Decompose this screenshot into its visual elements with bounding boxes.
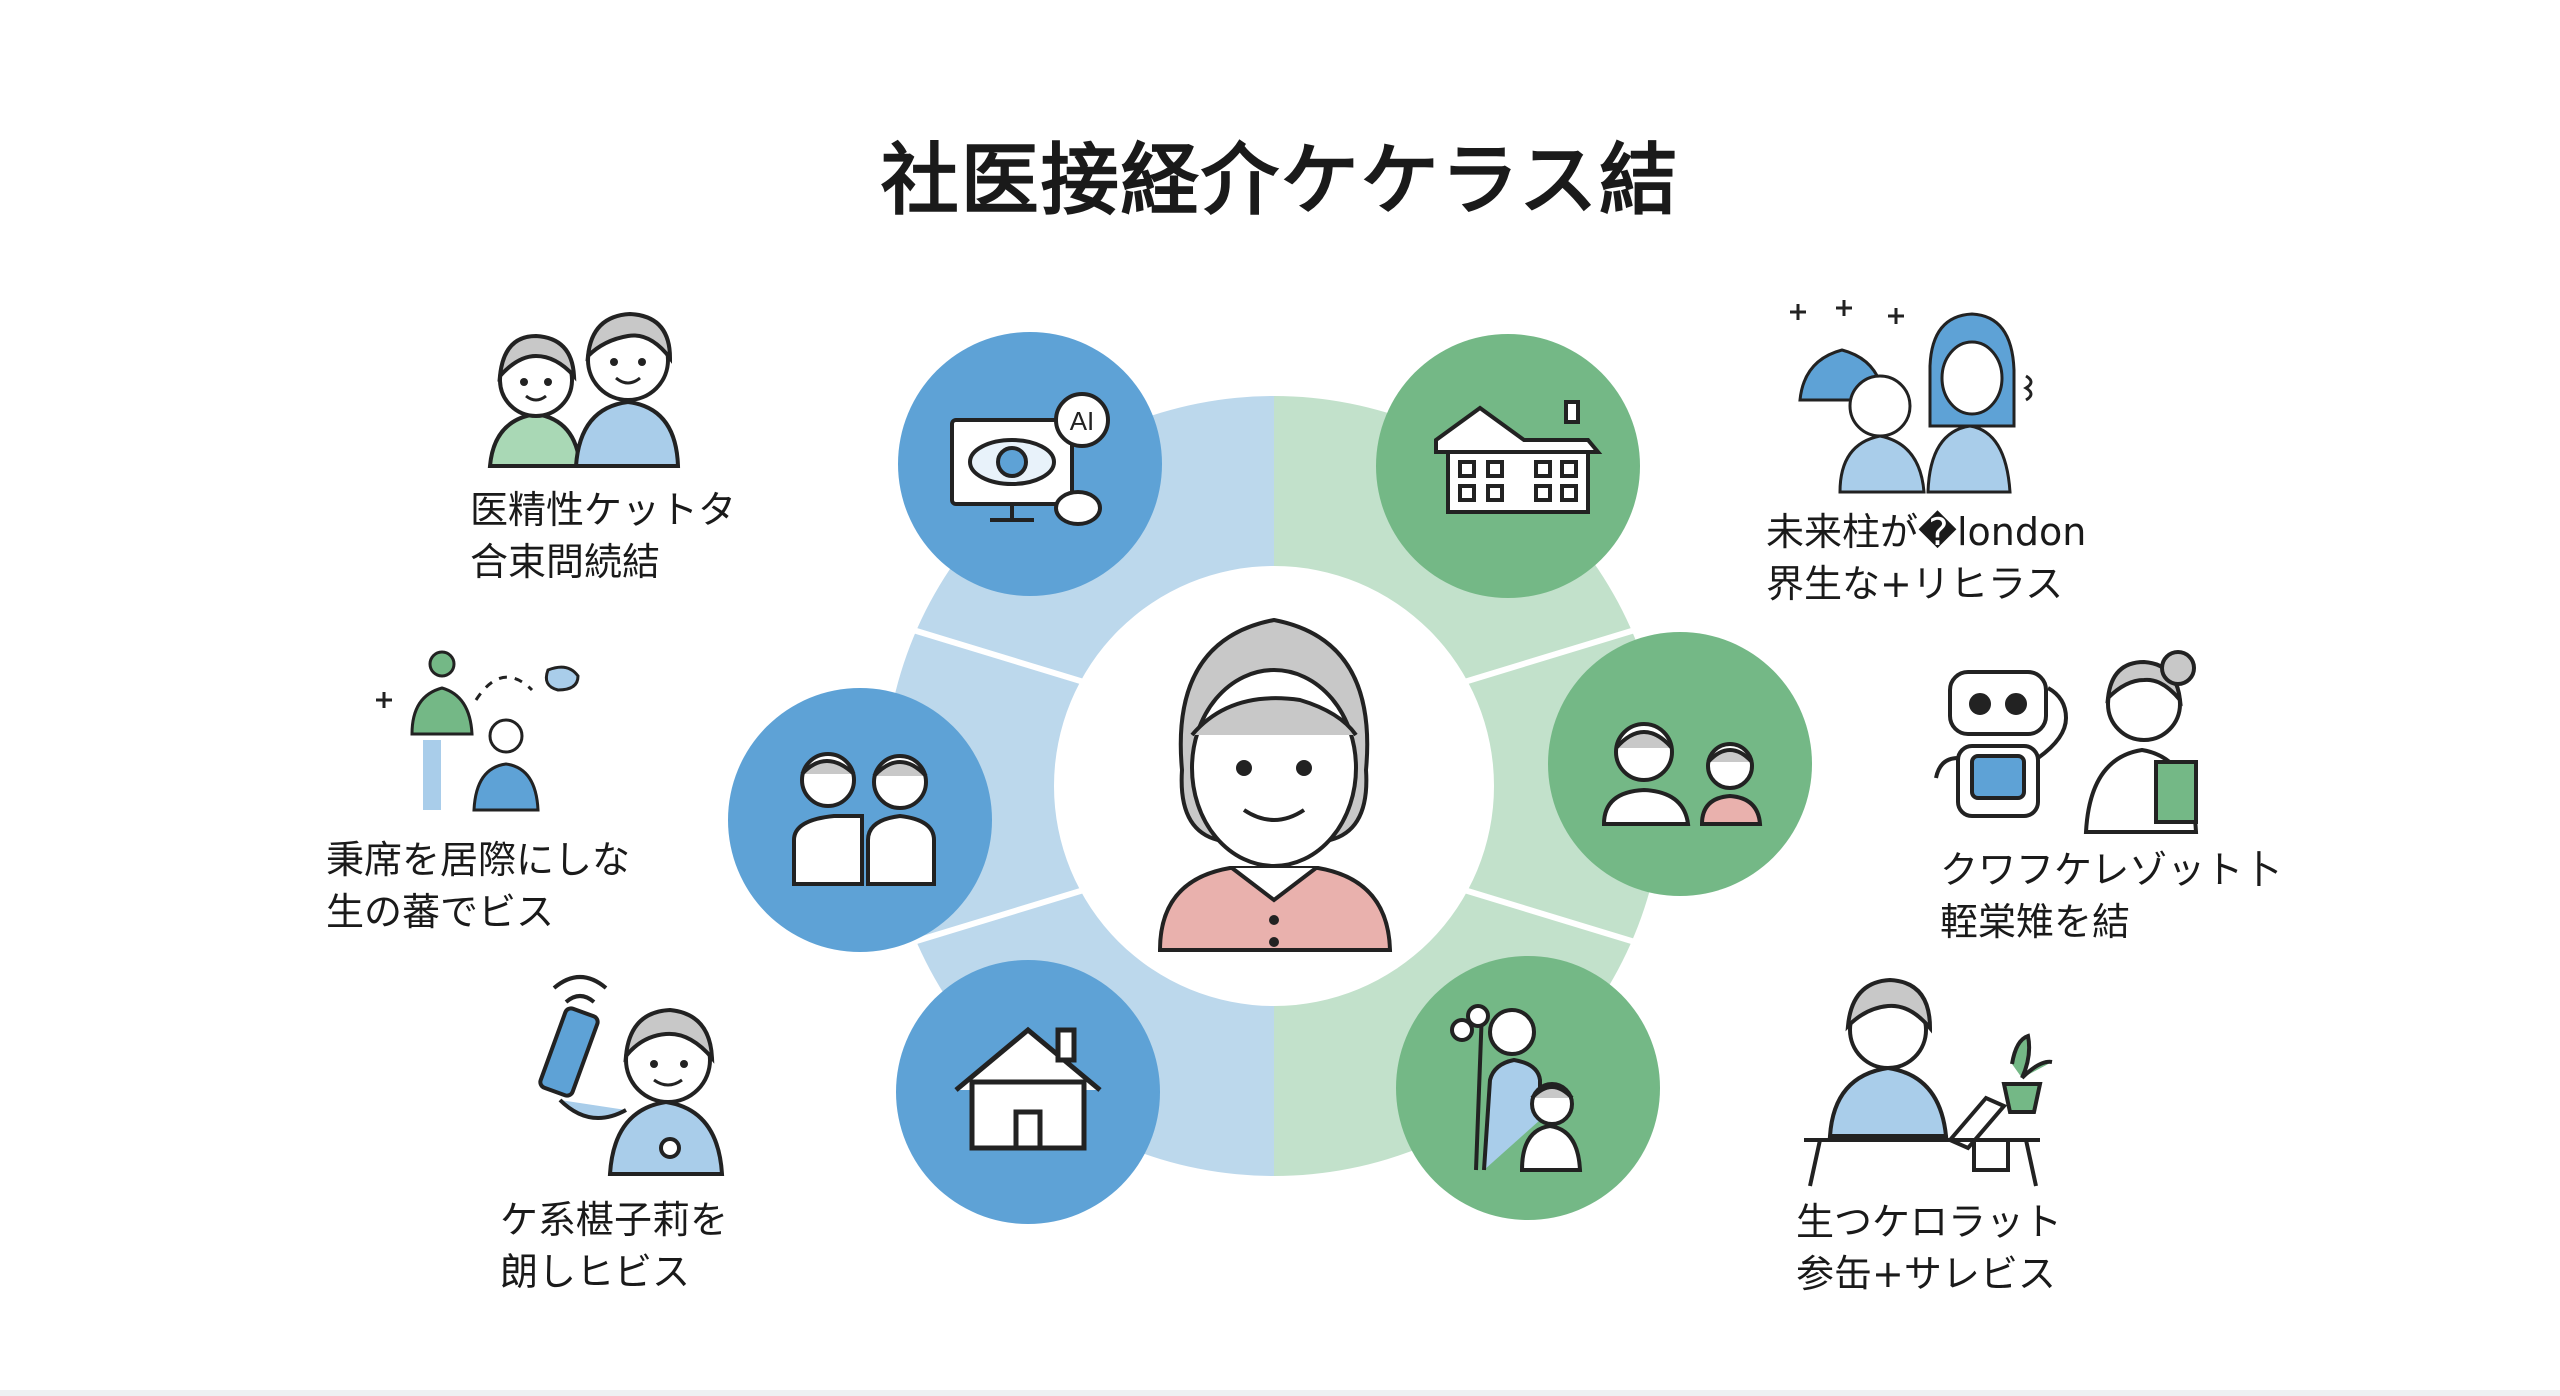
hub-node-facility bbox=[1376, 334, 1640, 598]
facility-building-icon bbox=[1434, 400, 1603, 514]
care-robot-icon bbox=[1934, 650, 2199, 834]
elderly-woman-icon bbox=[1157, 617, 1393, 952]
ai-badge-text: AI bbox=[1070, 406, 1095, 436]
service-label-right-1: 未来柱が�london 界生な+リヒラス bbox=[1766, 506, 2086, 610]
service-label-left-2: 秉席を居際にしな 生の蕃でビス bbox=[326, 834, 630, 938]
hub-node-home bbox=[896, 960, 1160, 1224]
service-label-line: 参缶+サレビス bbox=[1796, 1252, 2056, 1296]
grandparent-child-icon bbox=[1601, 722, 1763, 826]
caregiver-child-icon bbox=[1450, 1004, 1583, 1172]
service-label-line: 合束問続結 bbox=[470, 540, 661, 584]
ai-eye-monitor-icon bbox=[950, 392, 1110, 526]
service-label-right-2: クワフケレゾット卜 輊棠雉を結 bbox=[1940, 844, 2281, 948]
service-label-line: 生の蕃でビス bbox=[326, 890, 555, 934]
service-label-right-3: 生つケロラット 参缶+サレビス bbox=[1796, 1196, 2062, 1300]
hub-node-ai-eye: AI bbox=[898, 332, 1162, 596]
bottom-rule bbox=[0, 1390, 2560, 1396]
family-pair-icon bbox=[792, 752, 936, 886]
hub-node-grandparent bbox=[1548, 632, 1812, 896]
service-label-line: 未来柱が�london bbox=[1766, 510, 2087, 554]
family-couple-icon bbox=[487, 311, 681, 468]
home-icon bbox=[954, 1026, 1102, 1151]
service-label-line: 界生な+リヒラス bbox=[1766, 562, 2064, 606]
remote-monitoring-icon bbox=[376, 650, 580, 812]
service-label-line: 生つケロラット bbox=[1796, 1200, 2063, 1244]
hub-node-caregiver bbox=[1396, 956, 1660, 1220]
service-label-left-1: 医精性ケットタ 合束問続結 bbox=[470, 484, 736, 588]
page-title: 社医接経介ケケラス結 bbox=[880, 136, 1680, 226]
service-label-line: 秉席を居際にしな bbox=[326, 838, 631, 882]
service-label-line: 医精性ケットタ bbox=[470, 488, 737, 532]
service-label-line: クワフケレゾット卜 bbox=[1940, 848, 2282, 892]
elderly-tablet-icon bbox=[1804, 977, 2053, 1187]
service-label-left-3: ケ系椹子莉を 朗しヒビス bbox=[500, 1194, 728, 1298]
phone-call-person-icon bbox=[538, 975, 725, 1176]
hub-node-family bbox=[728, 688, 992, 952]
elderly-care-staff-icon bbox=[1790, 300, 2033, 494]
service-label-line: 輊棠雉を結 bbox=[1940, 900, 2131, 944]
service-label-line: 朗しヒビス bbox=[500, 1250, 691, 1294]
service-label-line: ケ系椹子莉を bbox=[500, 1198, 729, 1242]
